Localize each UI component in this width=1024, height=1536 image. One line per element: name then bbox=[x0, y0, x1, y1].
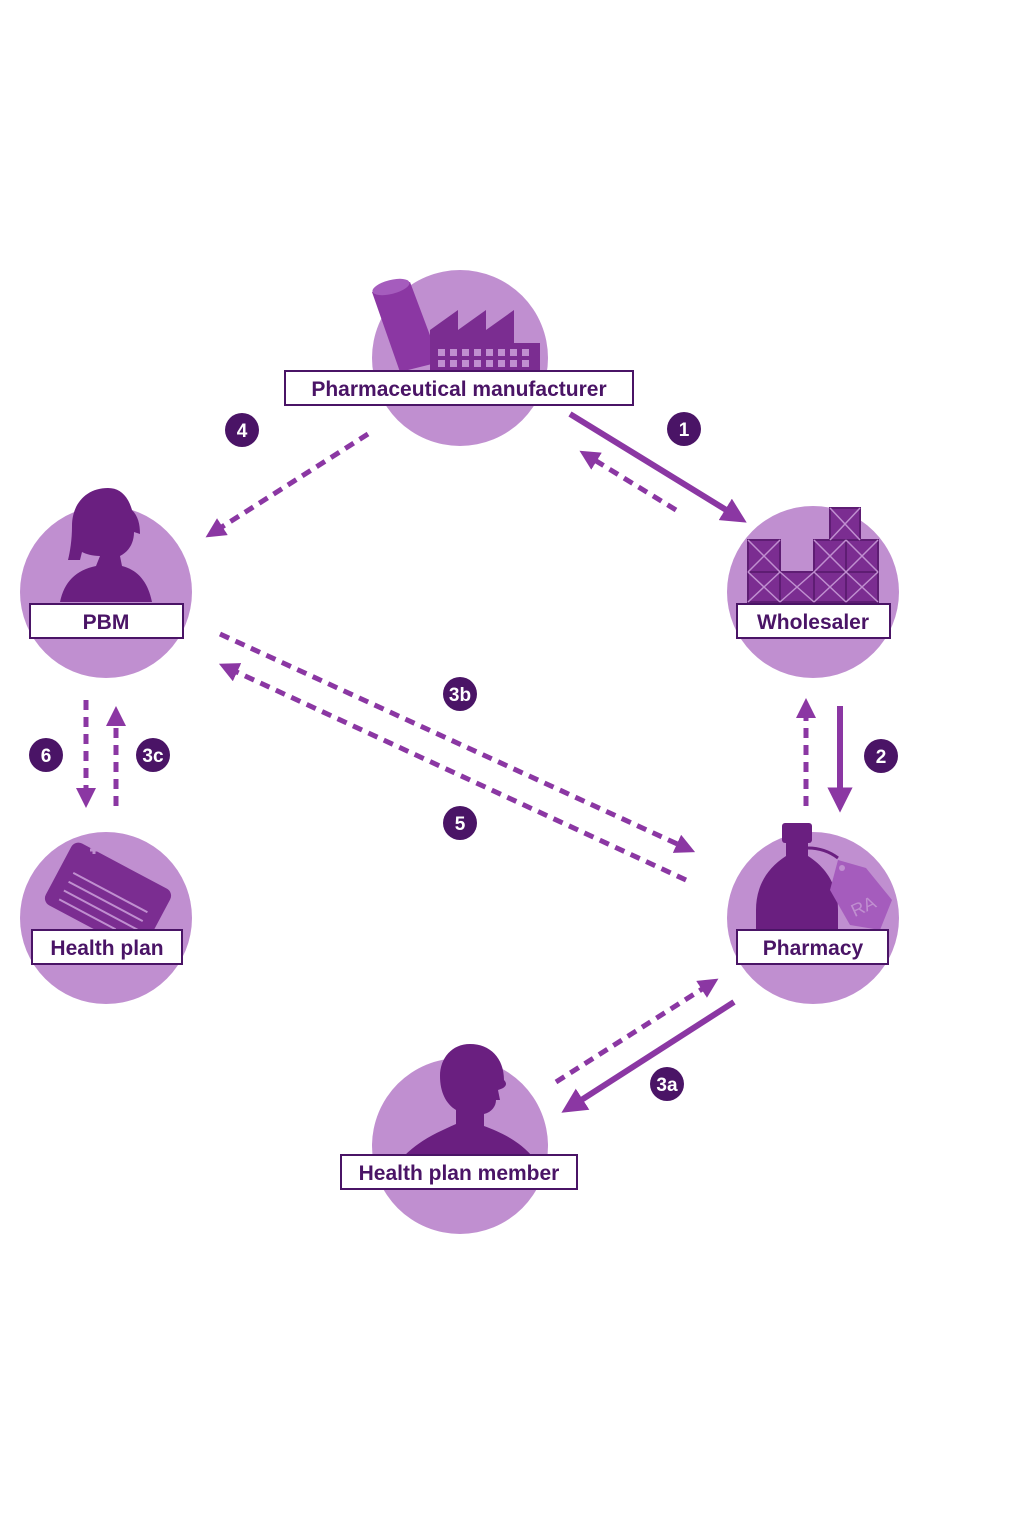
svg-text:3a: 3a bbox=[656, 1075, 678, 1096]
pbm-label-text: PBM bbox=[83, 611, 130, 634]
manufacturer-label-text: Pharmaceutical manufacturer bbox=[311, 378, 606, 401]
arrow-3b-dashed bbox=[218, 631, 696, 853]
svg-text:2: 2 bbox=[876, 747, 887, 768]
badge-3b: 3b bbox=[443, 677, 477, 711]
svg-text:6: 6 bbox=[41, 746, 52, 767]
arrow-3a-solid bbox=[561, 999, 736, 1113]
insurance-card-icon bbox=[44, 842, 172, 952]
badge-6: 6 bbox=[29, 738, 63, 772]
health-plan-label: Health plan bbox=[31, 929, 183, 965]
svg-text:4: 4 bbox=[237, 421, 248, 442]
crates-icon bbox=[747, 507, 879, 603]
badge-1: 1 bbox=[667, 412, 701, 446]
badge-3c: 3c bbox=[136, 738, 170, 772]
member-label-text: Health plan member bbox=[359, 1162, 560, 1185]
woman-silhouette-icon bbox=[60, 488, 152, 602]
wholesaler-label: Wholesaler bbox=[736, 603, 891, 639]
svg-text:1: 1 bbox=[679, 420, 690, 441]
badge-5: 5 bbox=[443, 806, 477, 840]
svg-text:3c: 3c bbox=[142, 746, 164, 767]
pharmacy-label-text: Pharmacy bbox=[763, 937, 864, 960]
badge-4: 4 bbox=[225, 413, 259, 447]
svg-text:5: 5 bbox=[455, 814, 466, 835]
badge-3a: 3a bbox=[650, 1067, 684, 1101]
factory-icon bbox=[372, 278, 540, 373]
arrow-1-dashed bbox=[579, 450, 678, 513]
member-label: Health plan member bbox=[340, 1154, 578, 1190]
pbm-label: PBM bbox=[29, 603, 184, 639]
health-plan-label-text: Health plan bbox=[50, 937, 163, 960]
medicine-bottle-icon: RA bbox=[756, 823, 892, 930]
pharmacy-label: Pharmacy bbox=[736, 929, 889, 965]
arrow-4-dashed bbox=[205, 431, 370, 538]
manufacturer-label: Pharmaceutical manufacturer bbox=[284, 370, 634, 406]
wholesaler-label-text: Wholesaler bbox=[757, 611, 869, 634]
badge-2: 2 bbox=[864, 739, 898, 773]
man-silhouette-icon bbox=[404, 1044, 532, 1156]
arrow-3a-dashed bbox=[554, 978, 719, 1085]
arrow-1-solid bbox=[568, 411, 747, 523]
svg-text:3b: 3b bbox=[449, 685, 471, 706]
